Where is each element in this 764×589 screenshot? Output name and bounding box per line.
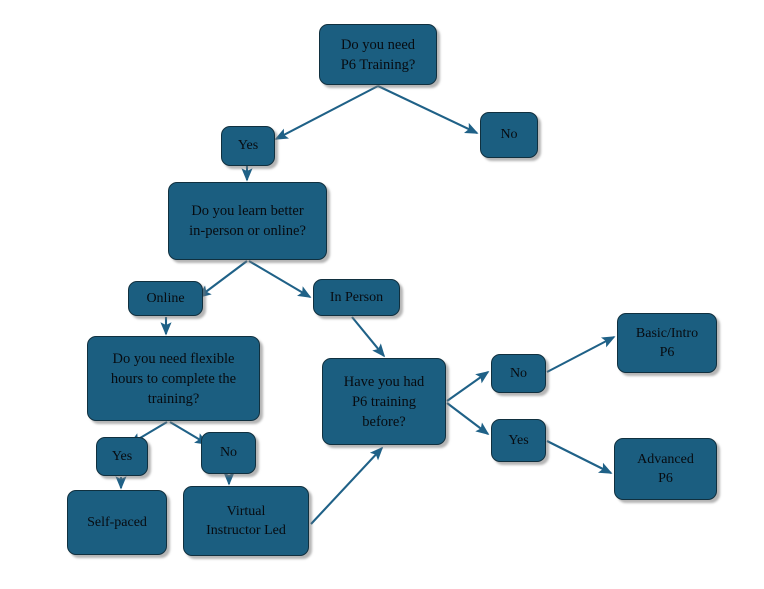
flow-edge-had-training-to-no-prior	[446, 371, 490, 402]
flow-node-in-person[interactable]: In Person	[313, 279, 400, 316]
flow-edge-learn-better-to-in-person	[248, 260, 312, 298]
flow-node-learn-better[interactable]: Do you learn better in-person or online?	[168, 182, 327, 260]
flow-edge-need-training-to-yes-top	[274, 85, 379, 140]
flow-node-label: Do you learn better in-person or online?	[189, 203, 306, 239]
flow-node-self-paced[interactable]: Self-paced	[67, 490, 167, 555]
flow-node-label: Do you need flexible hours to complete t…	[110, 350, 237, 407]
flow-node-no-top[interactable]: No	[480, 112, 538, 158]
flow-edge-virtual-led-to-had-training	[310, 446, 384, 525]
flow-node-flexible-hours[interactable]: Do you need flexible hours to complete t…	[87, 336, 260, 421]
flow-node-no-flex[interactable]: No	[201, 432, 256, 474]
flow-node-virtual-led[interactable]: Virtual Instructor Led	[183, 486, 309, 556]
flow-node-no-prior[interactable]: No	[491, 354, 546, 393]
flow-node-label: Yes	[237, 138, 259, 154]
flow-node-basic-intro[interactable]: Basic/Intro P6	[617, 313, 717, 373]
flow-node-label: In Person	[329, 289, 384, 305]
flow-node-label: Yes	[508, 432, 529, 448]
flow-edge-in-person-to-had-training	[351, 316, 386, 358]
flow-edge-had-training-to-yes-prior	[446, 402, 490, 436]
flow-node-advanced[interactable]: Advanced P6	[614, 438, 717, 500]
flow-node-label: Do you need P6 Training?	[340, 36, 416, 73]
flow-node-yes-top[interactable]: Yes	[221, 126, 275, 166]
flow-node-label: Basic/Intro P6	[635, 325, 699, 360]
flow-node-had-training[interactable]: Have you had P6 training before?	[322, 358, 446, 445]
flow-node-label: Have you had P6 training before?	[343, 373, 425, 430]
flow-node-label: No	[509, 365, 528, 381]
flow-edge-yes-prior-to-advanced	[546, 440, 613, 474]
flow-edge-no-prior-to-basic-intro	[546, 336, 616, 373]
flow-node-label: Advanced P6	[637, 451, 694, 486]
flow-node-yes-flex[interactable]: Yes	[96, 437, 148, 476]
flow-edge-learn-better-to-online	[197, 260, 248, 299]
flow-edge-need-training-to-no-top	[377, 85, 479, 134]
flow-node-need-training[interactable]: Do you need P6 Training?	[319, 24, 437, 85]
flow-node-online[interactable]: Online	[128, 281, 203, 316]
flow-node-label: No	[219, 445, 238, 461]
flow-node-label: Self-paced	[87, 514, 147, 530]
flow-node-label: Virtual Instructor Led	[206, 503, 286, 538]
flow-node-label: No	[500, 127, 518, 143]
flow-node-label: Online	[146, 290, 185, 306]
flow-node-label: Yes	[111, 448, 133, 464]
flow-node-yes-prior[interactable]: Yes	[491, 419, 546, 462]
